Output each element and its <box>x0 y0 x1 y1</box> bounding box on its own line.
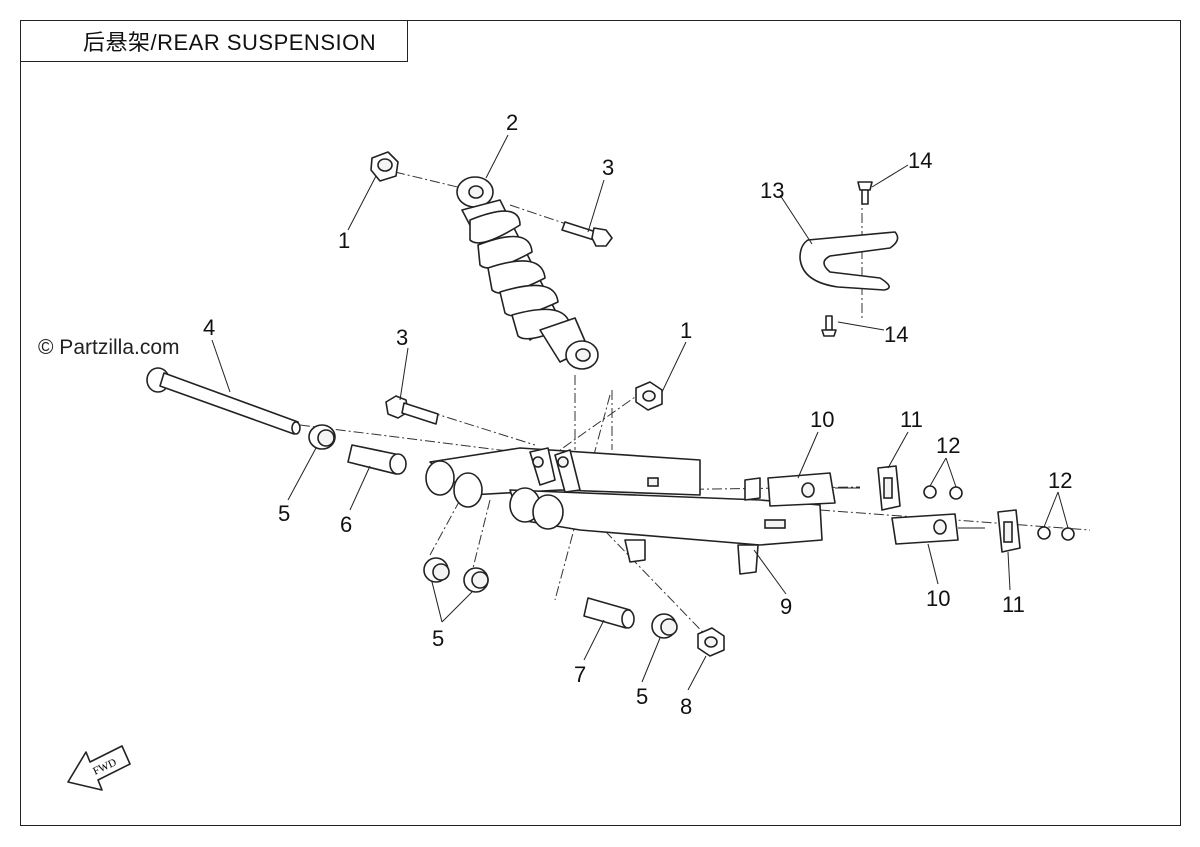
callout-1: 1 <box>680 318 692 343</box>
fwd-arrow-icon: FWD <box>67 745 131 791</box>
callout-2: 2 <box>506 110 518 135</box>
callout-4: 4 <box>203 315 215 340</box>
part-bushing-a <box>308 424 336 450</box>
callout-14: 14 <box>908 148 932 173</box>
callout-8: 8 <box>680 694 692 719</box>
part-axle-bolt <box>146 367 301 435</box>
callout-1: 1 <box>338 228 350 253</box>
part-adjuster-upper <box>767 472 860 507</box>
leader-lines <box>211 134 1069 691</box>
part-screw-upper <box>857 181 873 205</box>
callout-5: 5 <box>636 684 648 709</box>
part-bolt-top <box>561 221 613 247</box>
callout-11: 11 <box>900 407 923 432</box>
callout-9: 9 <box>780 594 792 619</box>
part-plate-lower <box>997 509 1021 553</box>
part-chain-guide <box>799 231 899 291</box>
part-sleeve <box>347 444 407 475</box>
part-nut-top <box>370 151 399 182</box>
part-bushing-c <box>463 567 489 593</box>
callout-7: 7 <box>574 662 586 687</box>
part-sleeve-lower <box>583 597 635 629</box>
callout-12: 12 <box>1048 468 1072 493</box>
callout-5: 5 <box>432 626 444 651</box>
part-nut-lower <box>697 627 725 657</box>
part-swing-arm <box>425 447 823 575</box>
part-bolt-middle <box>385 395 439 425</box>
callout-5: 5 <box>278 501 290 526</box>
part-nuts-lower <box>1037 526 1075 541</box>
callout-10: 10 <box>926 586 950 611</box>
part-bushing-d <box>651 613 678 639</box>
diagram-title: 后悬架/REAR SUSPENSION <box>20 20 408 62</box>
drawing-frame <box>20 20 1181 826</box>
callout-14: 14 <box>884 322 908 347</box>
part-adjuster-lower <box>891 513 985 545</box>
part-plate-upper <box>877 465 901 511</box>
callout-13: 13 <box>760 178 784 203</box>
callout-10: 10 <box>810 407 834 432</box>
part-screw-lower <box>821 315 837 337</box>
part-nut-middle <box>635 381 663 411</box>
callout-3: 3 <box>396 325 408 350</box>
watermark: © Partzilla.com <box>38 336 180 359</box>
part-nuts-upper <box>923 485 963 500</box>
callout-12: 12 <box>936 433 960 458</box>
callout-6: 6 <box>340 512 352 537</box>
callouts: 1 2 3 13 14 4 3 1 14 10 11 12 12 5 6 9 1… <box>203 110 1072 719</box>
callout-3: 3 <box>602 155 614 180</box>
callout-11: 11 <box>1002 592 1025 617</box>
part-shock-absorber <box>456 176 599 370</box>
part-bushing-b <box>423 557 450 583</box>
